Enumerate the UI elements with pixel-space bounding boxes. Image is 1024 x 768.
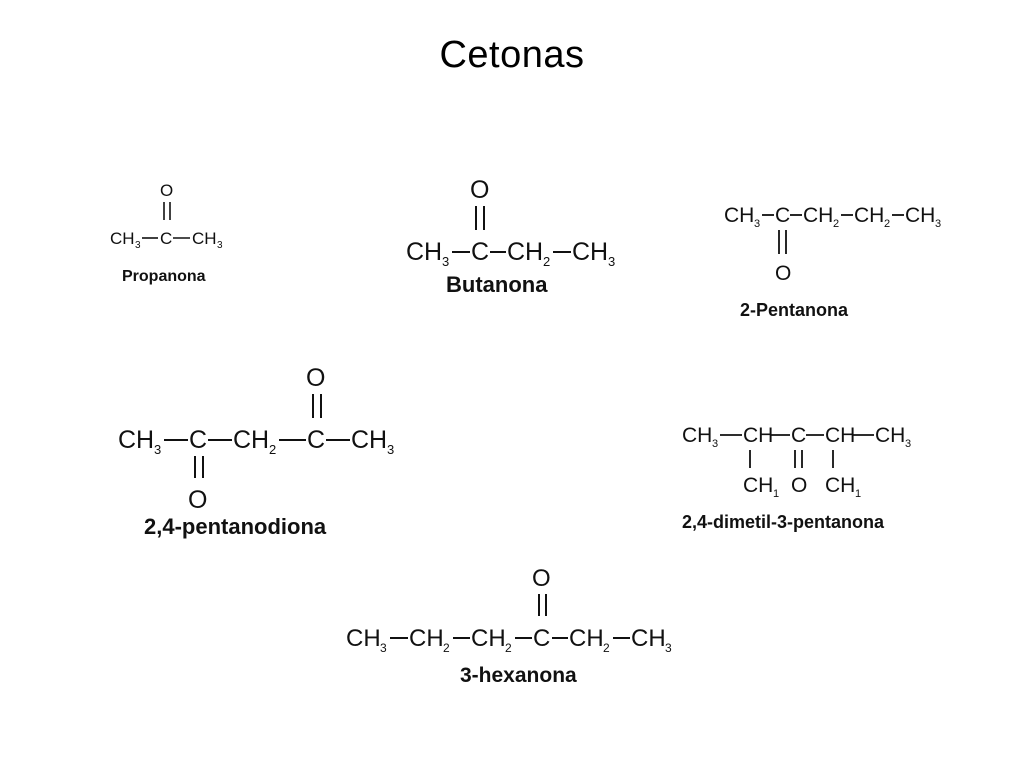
molecule-propanona: O CH 3 C CH 3 Propanona (108, 178, 248, 285)
subscript: 3 (608, 254, 615, 269)
carbonyl-oxygen-top: O (306, 364, 325, 392)
molecule-name: 2-Pentanona (740, 300, 849, 320)
subscript: 3 (154, 442, 161, 457)
molecule-butanona: O CH 3 C CH 2 CH 3 Butanona (406, 172, 626, 297)
molecule-name: 3-hexanona (460, 664, 577, 687)
group-ch-end: CH (905, 204, 935, 227)
subscript: 3 (712, 438, 718, 450)
group-ch: CH (507, 238, 543, 266)
group-ch: CH (351, 426, 387, 454)
subscript: 3 (380, 641, 387, 655)
carbonyl-carbon: C (775, 204, 790, 227)
molecule-name: 2,4-dimetil-3-pentanona (682, 512, 885, 532)
structure-2-4-pentanodiona: O CH 3 C CH 2 C CH 3 O (118, 364, 394, 514)
molecule-2-4-dimetil-3-pentanona: CH 3 CH C CH CH 3 CH 1 O CH 1 2,4-dimeti… (682, 418, 942, 532)
group-ch: CH (569, 625, 604, 652)
subscript: 1 (855, 488, 861, 500)
group-ch: CH (682, 424, 712, 447)
group-ch: CH (854, 204, 884, 227)
group-ch: CH (743, 424, 773, 447)
molecule-name: 2,4-pentanodiona (144, 514, 327, 539)
subscript: 3 (905, 438, 911, 450)
carbonyl-carbon: C (307, 426, 325, 454)
molecule-name: Butanona (446, 272, 548, 297)
group-ch: CH (118, 426, 154, 454)
subscript: 1 (773, 488, 779, 500)
group-ch: CH (471, 625, 506, 652)
carbonyl-oxygen: O (532, 565, 551, 592)
carbonyl-carbon: C (189, 426, 207, 454)
carbonyl-oxygen: O (160, 181, 173, 200)
group-ch: CH (406, 238, 442, 266)
group-ch: CH (724, 204, 754, 227)
carbonyl-carbon: C (533, 625, 550, 652)
carbonyl-carbon: C (791, 424, 806, 447)
group-ch: CH (875, 424, 905, 447)
group-ch: CH (192, 229, 217, 248)
group-ch: CH (572, 238, 608, 266)
subscript: 3 (935, 218, 941, 230)
molecule-3-hexanona: O CH 3 CH 2 CH 2 C CH 2 CH 3 3-hexanona (346, 560, 686, 687)
subscript: 2 (543, 254, 550, 269)
subscript: 2 (884, 218, 890, 230)
group-ch: CH (346, 625, 381, 652)
subscript: 3 (754, 218, 760, 230)
structure-propanona: O CH 3 C CH 3 (110, 181, 223, 251)
subscript: 2 (505, 641, 512, 655)
slide-title: Cetonas (439, 34, 585, 76)
carbonyl-carbon: C (160, 229, 172, 248)
subscript: 2 (603, 641, 610, 655)
subscript: 3 (217, 240, 223, 251)
structure-2-4-dimetil-3-pentanona: CH 3 CH C CH CH 3 CH 1 O CH 1 (682, 424, 911, 500)
molecule-name: Propanona (122, 268, 206, 285)
group-ch: CH (825, 424, 855, 447)
carbonyl-oxygen: O (791, 474, 807, 497)
molecule-2-4-pentanodiona: O CH 3 C CH 2 C CH 3 O 2,4-pentanodiona (118, 362, 408, 539)
group-ch: CH (110, 229, 135, 248)
group-ch: CH (631, 625, 666, 652)
methyl-group: CH (743, 474, 773, 497)
group-ch: CH (409, 625, 444, 652)
carbonyl-oxygen: O (775, 262, 791, 285)
subscript: 3 (135, 240, 141, 251)
subscript: 2 (269, 442, 276, 457)
structure-2-pentanona: CH 3 C CH 2 CH 2 CH CH 3 O (724, 204, 941, 285)
subscript: 2 (833, 218, 839, 230)
group-ch: CH (233, 426, 269, 454)
subscript: 3 (442, 254, 449, 269)
structure-butanona: O CH 3 C CH 2 CH 3 (406, 176, 615, 269)
molecule-2-pentanona: CH 3 C CH 2 CH 2 CH CH 3 O 2-Pentanona (724, 196, 941, 320)
carbonyl-oxygen: O (470, 176, 489, 204)
group-ch: CH (803, 204, 833, 227)
methyl-group: CH (825, 474, 855, 497)
subscript: 2 (443, 641, 450, 655)
subscript: 3 (665, 641, 672, 655)
carbonyl-carbon: C (471, 238, 489, 266)
structure-3-hexanona: O CH 3 CH 2 CH 2 C CH 2 CH 3 (346, 565, 672, 655)
carbonyl-oxygen-bottom: O (188, 486, 207, 514)
subscript: 3 (387, 442, 394, 457)
